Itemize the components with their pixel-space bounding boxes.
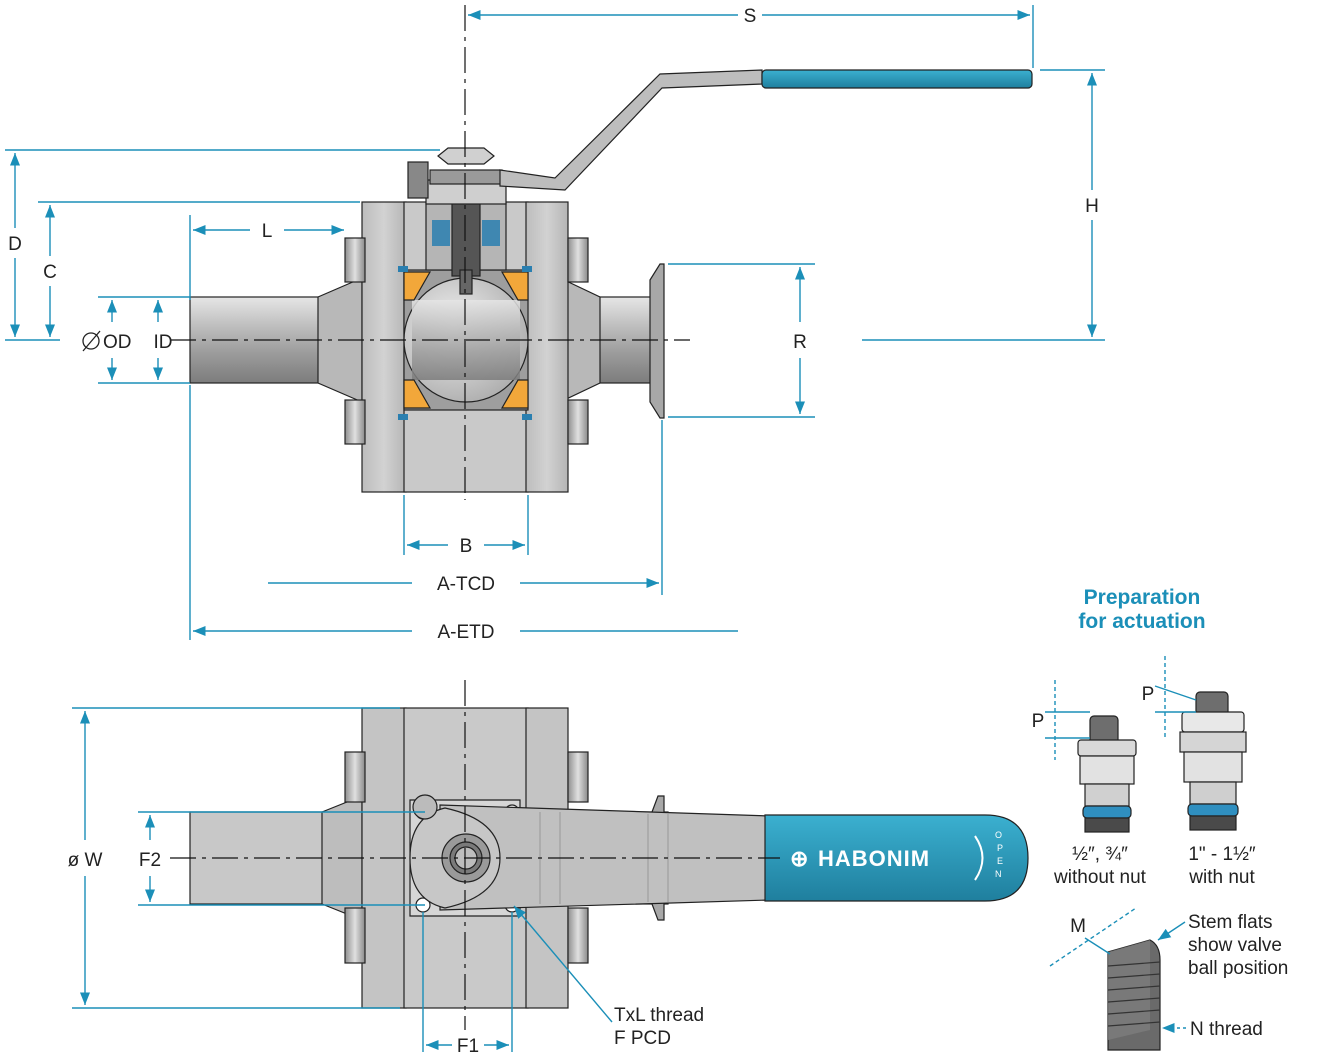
actuation-title-1: Preparation — [1084, 586, 1201, 609]
open-letter: N — [995, 869, 1002, 879]
label-h: H — [1085, 196, 1099, 217]
bolt — [344, 237, 366, 283]
label-m: M — [1070, 916, 1086, 937]
stem-flats-detail: M Stem flats show valve ball position N … — [1049, 907, 1288, 1051]
open-letter: P — [997, 843, 1003, 853]
bolt — [567, 907, 589, 964]
stop-plate — [407, 161, 429, 199]
stem-tip — [459, 269, 473, 295]
dimension-w: ø W — [68, 707, 400, 1009]
thread-callout: TxL thread F PCD — [513, 905, 704, 1049]
actuation-title-2: for actuation — [1078, 610, 1205, 633]
right-size: 1" - 1½″ — [1188, 844, 1256, 865]
actuation-panel: Preparation for actuation P ½″, ¾″ witho… — [1032, 586, 1288, 1051]
dimension-od: OD — [82, 296, 190, 384]
label-pcd: F PCD — [614, 1028, 671, 1049]
dimension-r: R — [668, 263, 815, 418]
label-w: ø W — [68, 850, 103, 871]
seat — [500, 379, 529, 409]
dimension-id: ID — [152, 300, 173, 380]
left-size: ½″, ¾″ — [1072, 844, 1128, 865]
bolt — [344, 907, 366, 964]
left-note: without nut — [1053, 867, 1147, 888]
diameter-icon — [82, 332, 100, 350]
dimension-d: D — [5, 149, 440, 341]
label-f2: F2 — [139, 850, 161, 871]
label-a-etd: A-ETD — [438, 622, 495, 643]
bolt — [344, 751, 366, 803]
stem-packing — [432, 220, 450, 246]
label-d: D — [8, 234, 22, 255]
seat — [403, 379, 432, 409]
label-b: B — [460, 536, 473, 557]
seat — [403, 271, 432, 301]
stem-packing — [482, 220, 500, 246]
seal — [522, 414, 532, 420]
brand-logo: ⊕ — [790, 846, 809, 871]
lever-arm — [499, 69, 763, 191]
label-l: L — [262, 221, 273, 242]
bolt — [567, 751, 589, 803]
stop-pin — [412, 794, 438, 820]
label-p1: P — [1032, 711, 1045, 732]
lever-grip — [761, 69, 1033, 89]
body-right-cap — [525, 201, 569, 493]
seal — [398, 266, 408, 272]
stem-nut — [437, 147, 495, 165]
open-letter: E — [997, 856, 1003, 866]
dimension-a-etd: A-ETD — [189, 385, 738, 643]
stem-note-2: show valve — [1188, 935, 1282, 956]
section-view — [189, 69, 1033, 493]
stem-note-3: ball position — [1188, 958, 1288, 979]
label-n-thread: N thread — [1190, 1019, 1263, 1040]
clamp-ferrule — [649, 263, 665, 419]
handle-hub — [429, 169, 503, 185]
label-thread: TxL thread — [614, 1005, 704, 1026]
label-p2: P — [1142, 684, 1155, 705]
dimension-f2: F2 — [138, 811, 425, 906]
lever-grip — [764, 814, 1029, 902]
bolt — [567, 237, 589, 283]
dimension-b: B — [403, 495, 529, 557]
dimension-s: S — [468, 5, 1034, 68]
stem-without-nut: P ½″, ¾″ without nut — [1032, 680, 1147, 888]
dimension-c: C — [38, 201, 360, 337]
stem-with-nut: P 1" - 1½″ with nut — [1142, 656, 1256, 888]
brand-name: HABONIM — [818, 846, 930, 871]
dimension-f1: F1 — [422, 912, 513, 1057]
label-f1: F1 — [457, 1036, 479, 1057]
right-note: with nut — [1188, 867, 1255, 888]
dimension-h: H — [862, 69, 1105, 341]
label-a-tcd: A-TCD — [437, 574, 495, 595]
label-r: R — [793, 332, 807, 353]
seal — [398, 414, 408, 420]
dimension-a-tcd: A-TCD — [268, 420, 663, 595]
open-arrow-icon — [974, 835, 984, 881]
label-id: ID — [154, 332, 173, 353]
label-s: S — [744, 6, 757, 27]
seat — [500, 271, 529, 301]
label-od: OD — [103, 332, 132, 353]
stem-note-1: Stem flats — [1188, 912, 1272, 933]
bolt — [567, 399, 589, 445]
dimension-l: L — [189, 215, 344, 300]
bolt — [344, 399, 366, 445]
body-left-cap — [361, 201, 407, 493]
label-c: C — [43, 262, 57, 283]
open-letter: O — [995, 830, 1002, 840]
seal — [522, 266, 532, 272]
